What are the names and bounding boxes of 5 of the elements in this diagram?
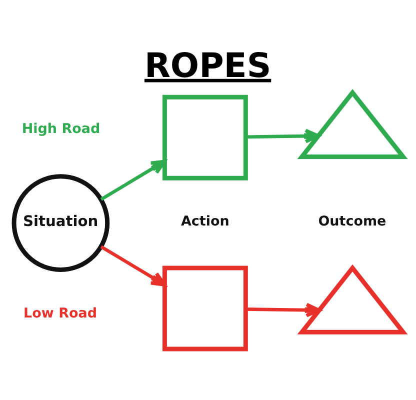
label: Outcome (318, 213, 386, 230)
label: Low Road (24, 306, 97, 322)
label: High Road (22, 121, 100, 138)
diagram-title: ROPES (144, 46, 272, 85)
label: Action (181, 213, 230, 230)
